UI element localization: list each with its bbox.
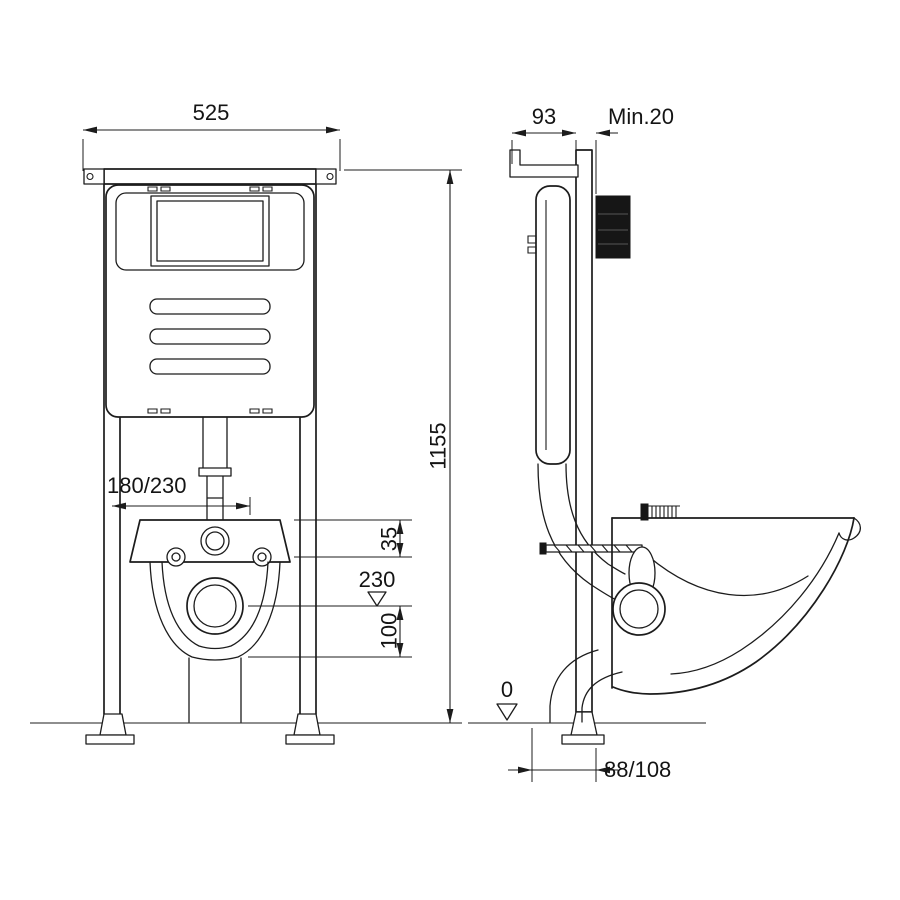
fixing-rod: [539, 542, 643, 555]
foot-plate-left: [85, 734, 135, 745]
frame-top-bar: [103, 168, 317, 185]
flush-pipe-lines: [202, 416, 228, 521]
fixing-bolt-left-center: [171, 552, 181, 562]
bowl-inner-curves: [161, 561, 269, 650]
dim-height-1155: 1155: [344, 169, 462, 723]
dim-93-extensions: [511, 140, 577, 164]
datum-zero-label: 0: [501, 677, 513, 702]
level-230-triangle: [367, 591, 387, 607]
wall-section: [595, 195, 631, 259]
wall-bracket: [509, 149, 579, 178]
dim-88-108: 88/108: [508, 728, 671, 782]
bowl-front: [149, 561, 281, 723]
cistern-side-body: [535, 185, 571, 465]
mounting-plate: [129, 519, 291, 567]
frame-side: [561, 149, 605, 745]
cistern-top-vents: [147, 186, 273, 192]
foot-left: [99, 713, 127, 736]
flush-elbow-outer: [537, 463, 621, 603]
bowl-inner-sweep: [670, 532, 840, 675]
dim-100: 100: [248, 606, 412, 658]
cistern-bottom-vents: [147, 408, 273, 414]
access-panel: [150, 195, 270, 267]
waste-elbow-inner: [581, 671, 623, 723]
bowl-rim-curl: [838, 517, 862, 541]
dim-35-label: 35: [377, 527, 402, 551]
corner-plate-right: [315, 168, 337, 185]
rod-hatching: [553, 544, 633, 553]
bowl-outer-sweep: [612, 517, 855, 695]
cistern-slot-1: [149, 298, 271, 315]
waste-elbow-outer: [549, 649, 599, 723]
level-230: 230: [248, 567, 412, 607]
pipe-socket-outer: [200, 526, 230, 556]
datum-zero: 0: [496, 677, 518, 721]
bowl-interior-curve: [647, 555, 809, 597]
dim-min20: Min.20: [595, 104, 674, 194]
wall-block-texture: [598, 213, 628, 245]
dim-width-525: 525: [82, 100, 341, 171]
bowl-outer-curves: [149, 561, 281, 661]
dim-93-label: 93: [532, 104, 556, 129]
rod-tip: [539, 542, 547, 555]
frame-side-bar: [575, 149, 593, 713]
flush-pipe-front: [198, 416, 232, 521]
datum-zero-triangle: [496, 703, 518, 721]
dim-525-label: 525: [193, 100, 230, 125]
level-230-label: 230: [359, 567, 396, 592]
corner-plate-left: [83, 168, 105, 185]
flush-pipe-coupling: [198, 467, 232, 477]
fixing-bolt-right-center: [257, 552, 267, 562]
front-view: 525 1155 180/230 35 230 100: [30, 100, 462, 745]
dim-35: 35: [294, 519, 412, 558]
dim-35-extensions: [294, 519, 412, 558]
cistern-front: [105, 184, 315, 418]
fixing-bolt-right: [252, 547, 272, 567]
drain-outlet-outer: [186, 577, 244, 635]
dim-depth-93: 93: [511, 104, 577, 164]
cistern-side: [527, 185, 571, 465]
cistern-slot-3: [149, 358, 271, 375]
outlet-gasket-outer: [612, 582, 666, 636]
side-view: 93 Min.20 0 88/108: [468, 104, 862, 782]
access-panel-inner: [156, 200, 264, 262]
cistern-inner-outline: [115, 192, 305, 271]
outlet-gasket-inner: [619, 589, 659, 629]
pipe-socket-inner: [205, 531, 225, 551]
frame-front: [83, 168, 337, 745]
dim-bolt-spacing: 180/230: [107, 473, 251, 515]
cistern-side-clips: [527, 235, 537, 254]
dim-100-label: 100: [377, 613, 402, 650]
dim-1155-label: 1155: [426, 422, 451, 469]
foot-right: [293, 713, 321, 736]
flush-elbow-inner: [565, 463, 626, 575]
corner-hole-left: [86, 172, 94, 181]
dim-min20-label: Min.20: [608, 104, 674, 129]
pipes-side: [537, 463, 626, 723]
outlet-pipe-front: [188, 657, 242, 723]
dim-525-extensions: [82, 139, 341, 171]
inlet-thread-cap: [640, 503, 649, 521]
dim-88-108-extensions: [531, 728, 597, 782]
drain-outlet-inner: [193, 584, 237, 628]
fixing-bolt-left: [166, 547, 186, 567]
foot-plate-right: [285, 734, 335, 745]
wall-block: [595, 195, 631, 259]
frame-rails: [103, 183, 317, 715]
dim-180-230-label: 180/230: [107, 473, 187, 498]
foot-plate-side: [561, 734, 605, 745]
cistern-slot-2: [149, 328, 271, 345]
inlet-threads: [648, 505, 680, 519]
dim-88-108-label: 88/108: [604, 757, 671, 782]
foot-side: [570, 711, 598, 736]
corner-hole-right: [326, 172, 334, 181]
bowl-side: [611, 503, 862, 695]
